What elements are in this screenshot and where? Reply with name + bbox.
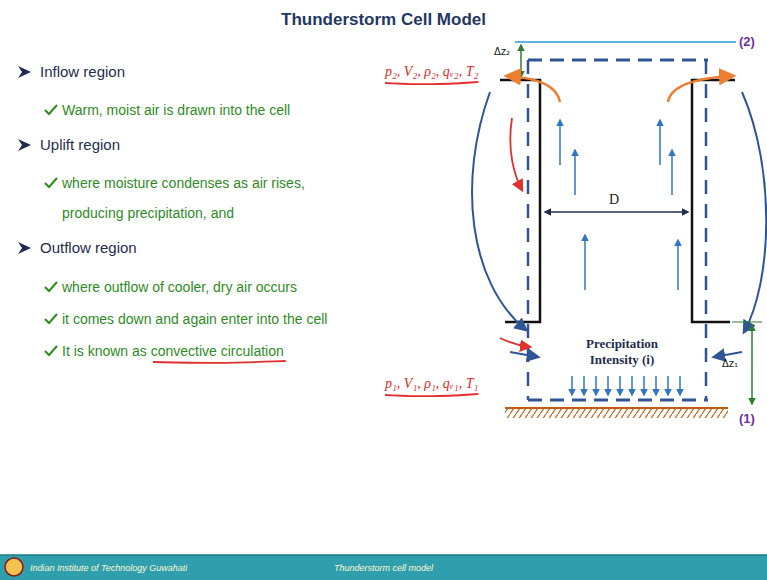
annotation-underline bbox=[385, 394, 478, 396]
state-variables: p₁, V₁, ρ₁, qᵥ₁, T₁ bbox=[385, 376, 478, 392]
rain-arrow bbox=[679, 376, 681, 395]
rain-arrows bbox=[572, 376, 680, 395]
updraft-arrow bbox=[671, 150, 673, 195]
ground-line bbox=[505, 407, 728, 409]
updraft-arrow bbox=[574, 150, 576, 195]
region-heading: Outflow region bbox=[40, 238, 340, 258]
rain-arrow bbox=[583, 376, 585, 395]
outflow-arrow bbox=[507, 76, 560, 102]
circulation-arrow bbox=[472, 92, 526, 330]
footer-rule bbox=[0, 554, 767, 556]
annotation-underline bbox=[153, 361, 286, 363]
check-bullet bbox=[45, 282, 57, 291]
slide-title: Thunderstorm Cell Model bbox=[0, 10, 767, 30]
rain-arrow bbox=[667, 376, 669, 395]
control-volume-top bbox=[528, 59, 708, 62]
rain-arrow bbox=[631, 376, 633, 395]
control-volume-bottom bbox=[528, 399, 708, 402]
rain-arrow bbox=[595, 376, 597, 395]
level-number: (1) bbox=[739, 411, 755, 426]
updraft-arrow bbox=[659, 120, 661, 165]
bullet-text: Warm, moist air is drawn into the cell bbox=[62, 95, 362, 125]
arrow-bullet bbox=[18, 139, 31, 151]
height-arrow bbox=[751, 325, 753, 404]
diameter-arrow bbox=[545, 211, 688, 212]
rain-arrow bbox=[643, 376, 645, 395]
circulation-arrow bbox=[742, 92, 766, 332]
region-heading: Uplift region bbox=[40, 135, 340, 155]
rain-arrow bbox=[655, 376, 657, 395]
precipitation-label: Precipitation Intensity (i) bbox=[566, 336, 678, 368]
control-volume-side bbox=[705, 60, 708, 400]
bullet-text: It is known as convective circulation bbox=[62, 336, 362, 366]
check-bullet bbox=[45, 314, 57, 323]
cell-wall bbox=[692, 80, 735, 322]
region-heading: Inflow region bbox=[40, 62, 340, 82]
updraft-arrow bbox=[584, 235, 586, 290]
bullet-text: where outflow of cooler, dry air occurs bbox=[62, 272, 362, 302]
control-volume-side bbox=[527, 60, 530, 400]
check-bullet bbox=[45, 105, 57, 114]
dimension-label: D bbox=[609, 192, 619, 208]
bullet-text: it comes down and again enter into the c… bbox=[62, 304, 362, 334]
level-number: (2) bbox=[739, 34, 755, 49]
dimension-tick bbox=[732, 322, 762, 323]
inflow-arrow bbox=[714, 352, 742, 357]
height-dimension: Δz₂ bbox=[494, 46, 510, 57]
check-bullet bbox=[45, 346, 57, 355]
arrow-bullet bbox=[18, 66, 31, 78]
state-variables: p₂, V₂, ρ₂, qᵥ₂, T₂ bbox=[385, 64, 478, 80]
institute-logo bbox=[5, 558, 23, 576]
rain-arrow bbox=[619, 376, 621, 395]
ground-hatch bbox=[505, 409, 728, 418]
annotation-arrow bbox=[510, 118, 522, 190]
rain-arrow bbox=[607, 376, 609, 395]
cell-wall bbox=[500, 80, 540, 322]
annotation-arrow bbox=[500, 338, 530, 347]
updraft-arrow bbox=[559, 120, 561, 165]
annotation-underline bbox=[385, 82, 478, 84]
rain-arrow bbox=[571, 376, 573, 395]
check-bullet bbox=[45, 178, 57, 187]
inflow-arrow bbox=[510, 352, 538, 357]
footer-topic: Thunderstorm cell model bbox=[0, 563, 767, 573]
outflow-arrow bbox=[668, 76, 733, 102]
height-dimension: Δz₁ bbox=[722, 358, 738, 369]
bullet-text: where moisture condenses as air rises, p… bbox=[62, 168, 362, 228]
height-arrow bbox=[520, 45, 522, 77]
top-level-line bbox=[515, 41, 736, 43]
updraft-arrow bbox=[677, 240, 679, 290]
footer-bar bbox=[0, 555, 767, 580]
arrow-bullet bbox=[18, 242, 31, 254]
footer-institute: Indian Institute of Technology Guwahati bbox=[30, 563, 187, 573]
